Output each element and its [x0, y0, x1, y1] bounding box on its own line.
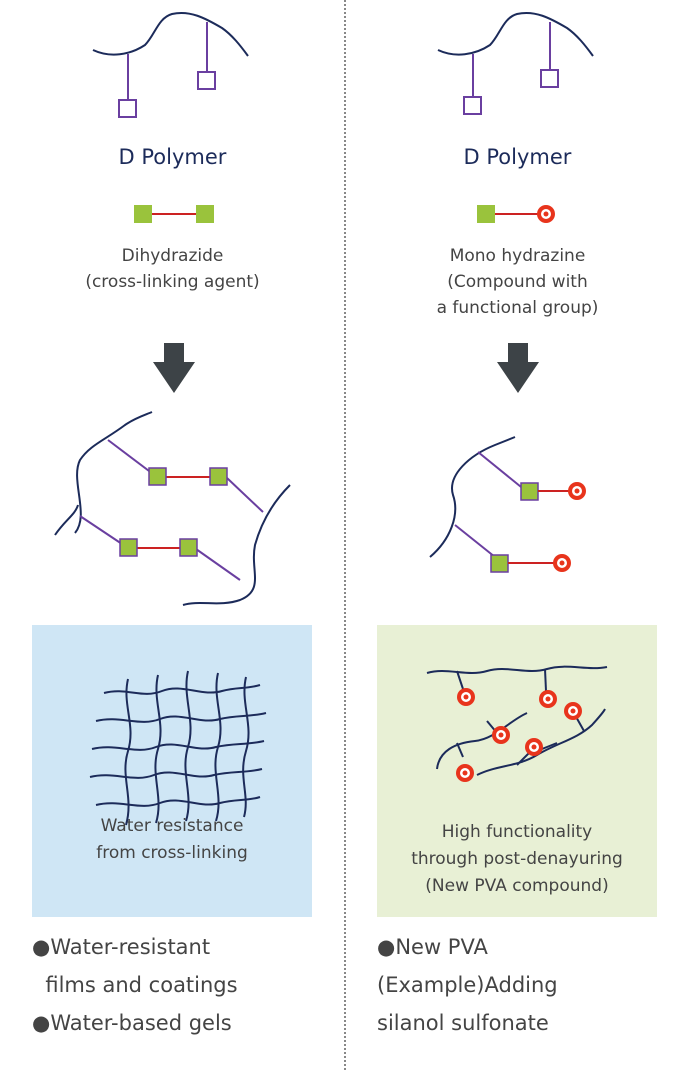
hydrazide-square	[209, 467, 228, 486]
application-item: ●Water-resistant	[32, 935, 211, 959]
pendant-line	[195, 548, 241, 581]
hydrazide-square	[490, 554, 509, 573]
panel-caption: High functionality through post-denayuri…	[377, 819, 657, 900]
polymer-chain	[74, 411, 153, 534]
pendant-square	[540, 69, 559, 88]
panel-caption-line: (New PVA compound)	[425, 876, 609, 896]
agent-label-line: a functional group)	[436, 298, 599, 318]
panel-caption: Water resistance from cross-linking	[32, 813, 312, 867]
agent-label-line: (cross-linking agent)	[85, 272, 260, 292]
functionalized-polymer-icon	[426, 665, 608, 782]
hydrazide-square	[196, 205, 214, 223]
application-item: (Example)Adding	[377, 973, 558, 997]
hydrazide-square	[477, 205, 495, 223]
pendant-square	[463, 96, 482, 115]
application-item: silanol sulfonate	[377, 1011, 549, 1035]
functional-group-icon	[492, 726, 510, 744]
polymer-title: D Polymer	[463, 145, 572, 169]
polymer-chain	[54, 504, 79, 536]
agent-label-line: Dihydrazide	[121, 246, 224, 266]
application-item: ●Water-based gels	[32, 1011, 232, 1035]
functional-group-icon	[539, 690, 557, 708]
functional-group-core	[559, 560, 565, 566]
polymer-title: D Polymer	[118, 145, 227, 169]
hydrazide-square	[179, 538, 198, 557]
pendant-line	[226, 477, 264, 513]
hydrazide-square	[134, 205, 152, 223]
pendant-line	[477, 451, 527, 492]
down-arrow-icon	[497, 343, 539, 393]
agent-label: Dihydrazide (cross-linking agent)	[0, 243, 345, 295]
right-diagram	[429, 12, 594, 573]
right-column: D Polymer Mono hydrazine (Compound with …	[345, 0, 690, 1070]
polymer-chain	[182, 484, 291, 606]
pendant-square	[197, 71, 216, 90]
result-panel: Water resistance from cross-linking	[32, 625, 312, 917]
crosslinked-network-icon	[89, 670, 267, 826]
down-arrow-icon	[153, 343, 195, 393]
left-diagram	[54, 12, 291, 606]
panel-caption-line: from cross-linking	[96, 843, 248, 863]
functional-group-icon	[525, 738, 543, 756]
agent-label-line: (Compound with	[447, 272, 588, 292]
functional-group-icon	[564, 702, 582, 720]
hydrazide-square	[520, 482, 539, 501]
functional-group-core	[543, 211, 549, 217]
functional-group-icon	[456, 764, 474, 782]
agent-label-line: Mono hydrazine	[449, 246, 586, 266]
polymer-chain	[429, 436, 516, 558]
hydrazide-square	[148, 467, 167, 486]
hydrazide-square	[119, 538, 138, 557]
pendant-line	[454, 524, 496, 558]
column-divider	[344, 0, 346, 1070]
functional-group-icon	[457, 688, 475, 706]
agent-label: Mono hydrazine (Compound with a function…	[345, 243, 690, 321]
pendant-square	[118, 99, 137, 118]
application-list: ●New PVA (Example)Adding silanol sulfona…	[377, 928, 558, 1042]
application-list: ●Water-resistant films and coatings ●Wat…	[32, 928, 238, 1042]
polymer-chain	[437, 12, 594, 57]
panel-caption-line: Water resistance	[100, 816, 244, 836]
application-item: films and coatings	[32, 973, 238, 997]
panel-caption-line: High functionality	[441, 822, 593, 842]
polymer-chain	[92, 12, 249, 57]
application-item: ●New PVA	[377, 935, 488, 959]
functional-group-core	[574, 488, 580, 494]
result-panel: High functionality through post-denayuri…	[377, 625, 657, 917]
left-column: D Polymer Dihydrazide (cross-linking age…	[0, 12, 345, 1042]
panel-caption-line: through post-denayuring	[411, 849, 623, 869]
